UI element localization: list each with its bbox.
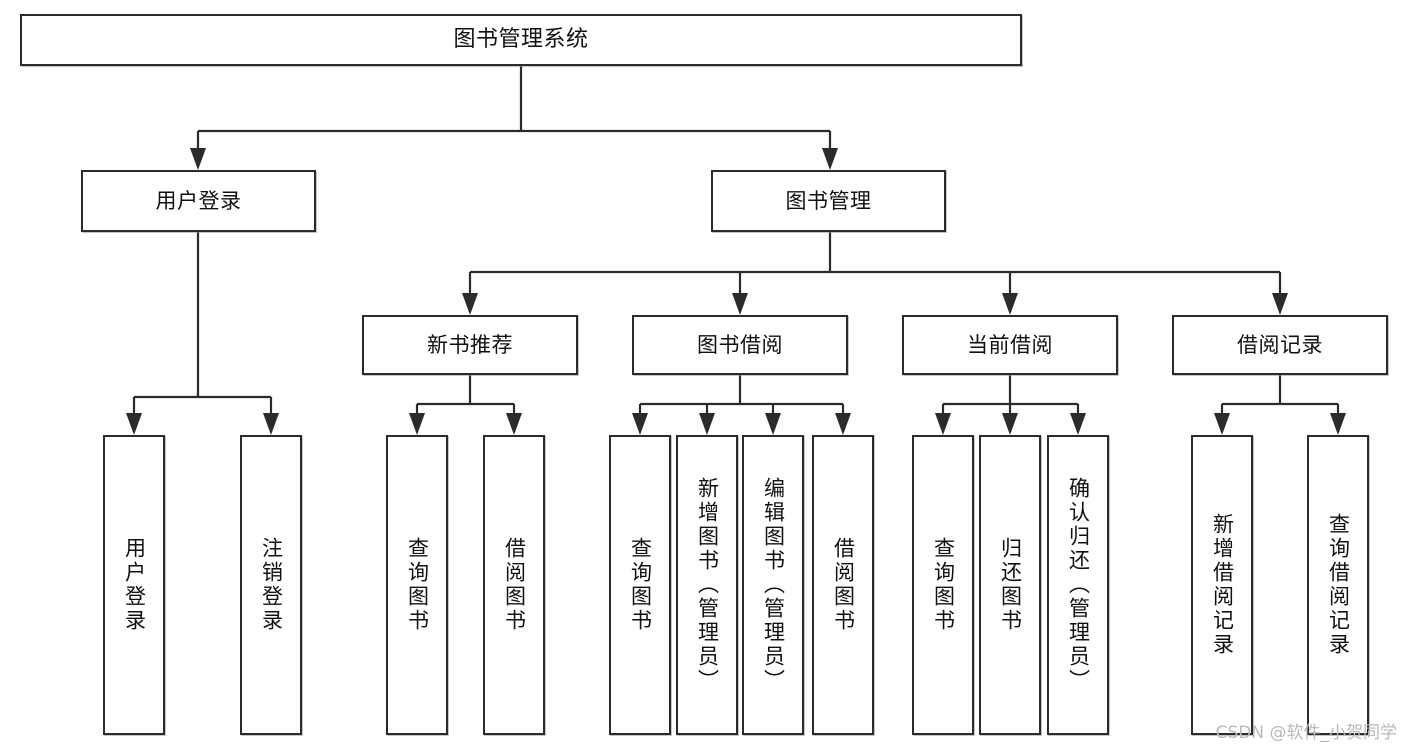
node-new-book-recommend[interactable]: 新书推荐	[362, 315, 578, 375]
arrow-leaf-edit-book	[765, 413, 781, 435]
node-leaf-query-book-3[interactable]: 查询图书	[912, 435, 974, 735]
arrow-user-login	[190, 148, 206, 170]
node-leaf-borrow-book-2-label: 借阅图书	[831, 537, 856, 633]
node-user-login[interactable]: 用户登录	[81, 170, 316, 232]
arrow-leaf-add-book	[699, 413, 715, 435]
node-leaf-edit-book[interactable]: 编辑图书（管理员）	[742, 435, 804, 735]
node-book-manage-label: 图书管理	[785, 188, 872, 213]
node-leaf-user-login[interactable]: 用户登录	[103, 435, 165, 735]
node-leaf-return-book-label: 归还图书	[998, 537, 1023, 633]
node-leaf-user-login-label: 用户登录	[122, 537, 147, 633]
arrow-leaf-user-login	[126, 413, 142, 435]
arrow-leaf-query-book-2	[632, 413, 648, 435]
node-leaf-add-record[interactable]: 新增借阅记录	[1191, 435, 1253, 735]
node-user-login-label: 用户登录	[155, 188, 242, 213]
node-book-manage[interactable]: 图书管理	[711, 170, 946, 232]
arrow-leaf-add-record	[1214, 413, 1230, 435]
arrow-leaf-confirm-return	[1070, 413, 1086, 435]
arrow-book-manage	[822, 148, 838, 170]
node-leaf-confirm-return[interactable]: 确认归还（管理员）	[1047, 435, 1109, 735]
node-leaf-query-record[interactable]: 查询借阅记录	[1307, 435, 1369, 735]
node-current-borrow-label: 当前借阅	[967, 332, 1053, 357]
node-root[interactable]: 图书管理系统	[20, 14, 1022, 66]
arrow-leaf-query-book-3	[935, 413, 951, 435]
node-leaf-query-book-2[interactable]: 查询图书	[609, 435, 671, 735]
node-leaf-user-logout[interactable]: 注销登录	[240, 435, 302, 735]
node-leaf-add-book-label: 新增图书（管理员）	[695, 477, 720, 693]
node-leaf-query-book-1[interactable]: 查询图书	[386, 435, 448, 735]
arrow-leaf-user-logout	[263, 413, 279, 435]
node-new-book-recommend-label: 新书推荐	[427, 332, 513, 357]
node-leaf-borrow-book-1[interactable]: 借阅图书	[483, 435, 545, 735]
node-leaf-borrow-book-1-label: 借阅图书	[502, 537, 527, 633]
node-current-borrow[interactable]: 当前借阅	[902, 315, 1118, 375]
arrow-leaf-query-book-1	[409, 413, 425, 435]
arrow-current-borrow	[1002, 293, 1018, 315]
arrow-leaf-borrow-book-1	[506, 413, 522, 435]
node-leaf-query-book-2-label: 查询图书	[628, 537, 653, 633]
node-leaf-query-book-3-label: 查询图书	[931, 537, 956, 633]
node-leaf-confirm-return-label: 确认归还（管理员）	[1066, 477, 1091, 693]
node-leaf-edit-book-label: 编辑图书（管理员）	[761, 477, 786, 693]
csdn-watermark: CSDN @软件_小贺同学	[1215, 723, 1397, 743]
node-root-label: 图书管理系统	[453, 27, 589, 53]
node-book-borrow-label: 图书借阅	[697, 332, 783, 357]
arrow-borrow-record	[1272, 293, 1288, 315]
arrow-new-book-recommend	[462, 293, 478, 315]
node-leaf-borrow-book-2[interactable]: 借阅图书	[812, 435, 874, 735]
node-borrow-record-label: 借阅记录	[1237, 332, 1323, 357]
node-leaf-add-book[interactable]: 新增图书（管理员）	[676, 435, 738, 735]
node-leaf-add-record-label: 新增借阅记录	[1210, 513, 1235, 657]
arrow-leaf-query-record	[1330, 413, 1346, 435]
node-leaf-query-record-label: 查询借阅记录	[1326, 513, 1351, 657]
node-leaf-query-book-1-label: 查询图书	[405, 537, 430, 633]
arrow-book-borrow	[732, 293, 748, 315]
node-book-borrow[interactable]: 图书借阅	[632, 315, 848, 375]
node-leaf-user-logout-label: 注销登录	[259, 537, 284, 633]
node-leaf-return-book[interactable]: 归还图书	[979, 435, 1041, 735]
arrow-leaf-borrow-book-2	[835, 413, 851, 435]
arrow-leaf-return-book	[1002, 413, 1018, 435]
node-borrow-record[interactable]: 借阅记录	[1172, 315, 1388, 375]
